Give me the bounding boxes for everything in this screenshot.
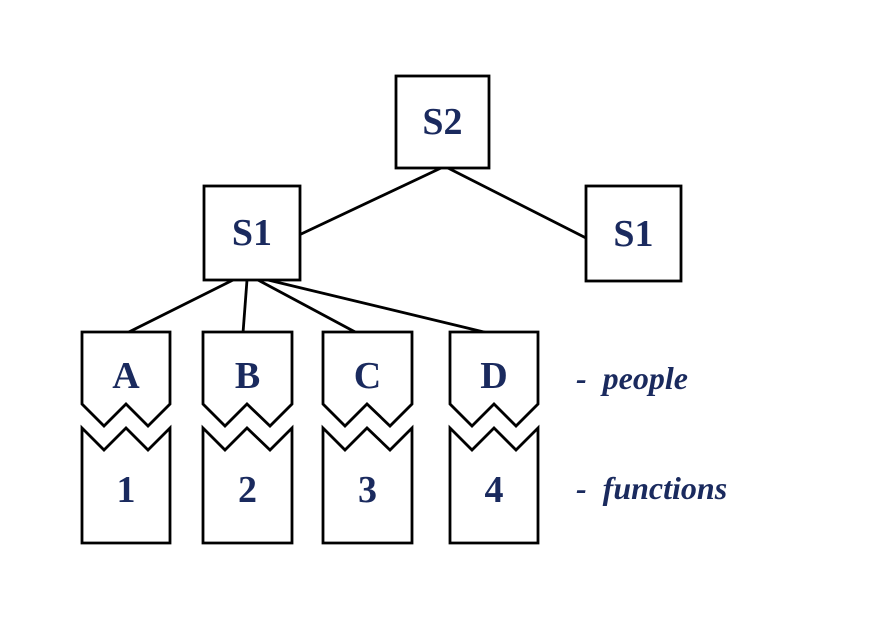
person-d-box: [448, 330, 540, 428]
edge-s2-to-s1-left: [298, 166, 442, 237]
edge-s2-to-s1-right: [447, 166, 589, 241]
edge-s1-to-b: [241, 279, 249, 334]
function-4-box: [448, 424, 540, 545]
function-3-box: [321, 424, 414, 545]
person-a-box: [80, 330, 172, 428]
function-1-box: [80, 424, 172, 545]
legend-functions: - functions: [576, 470, 728, 506]
s2-box: [394, 74, 491, 170]
edge-s1-to-c: [257, 278, 358, 335]
s1-left-box: [202, 184, 302, 282]
function-2-box: [201, 424, 294, 545]
connector-lines: [126, 166, 589, 335]
person-c-box: [321, 330, 414, 428]
edge-s1-to-d: [267, 278, 489, 335]
s1-right-box: [584, 184, 683, 283]
legend-people: - people: [576, 360, 688, 396]
person-b-box: [201, 330, 294, 428]
node-boxes: [80, 74, 683, 545]
edge-s1-to-a: [126, 278, 234, 335]
